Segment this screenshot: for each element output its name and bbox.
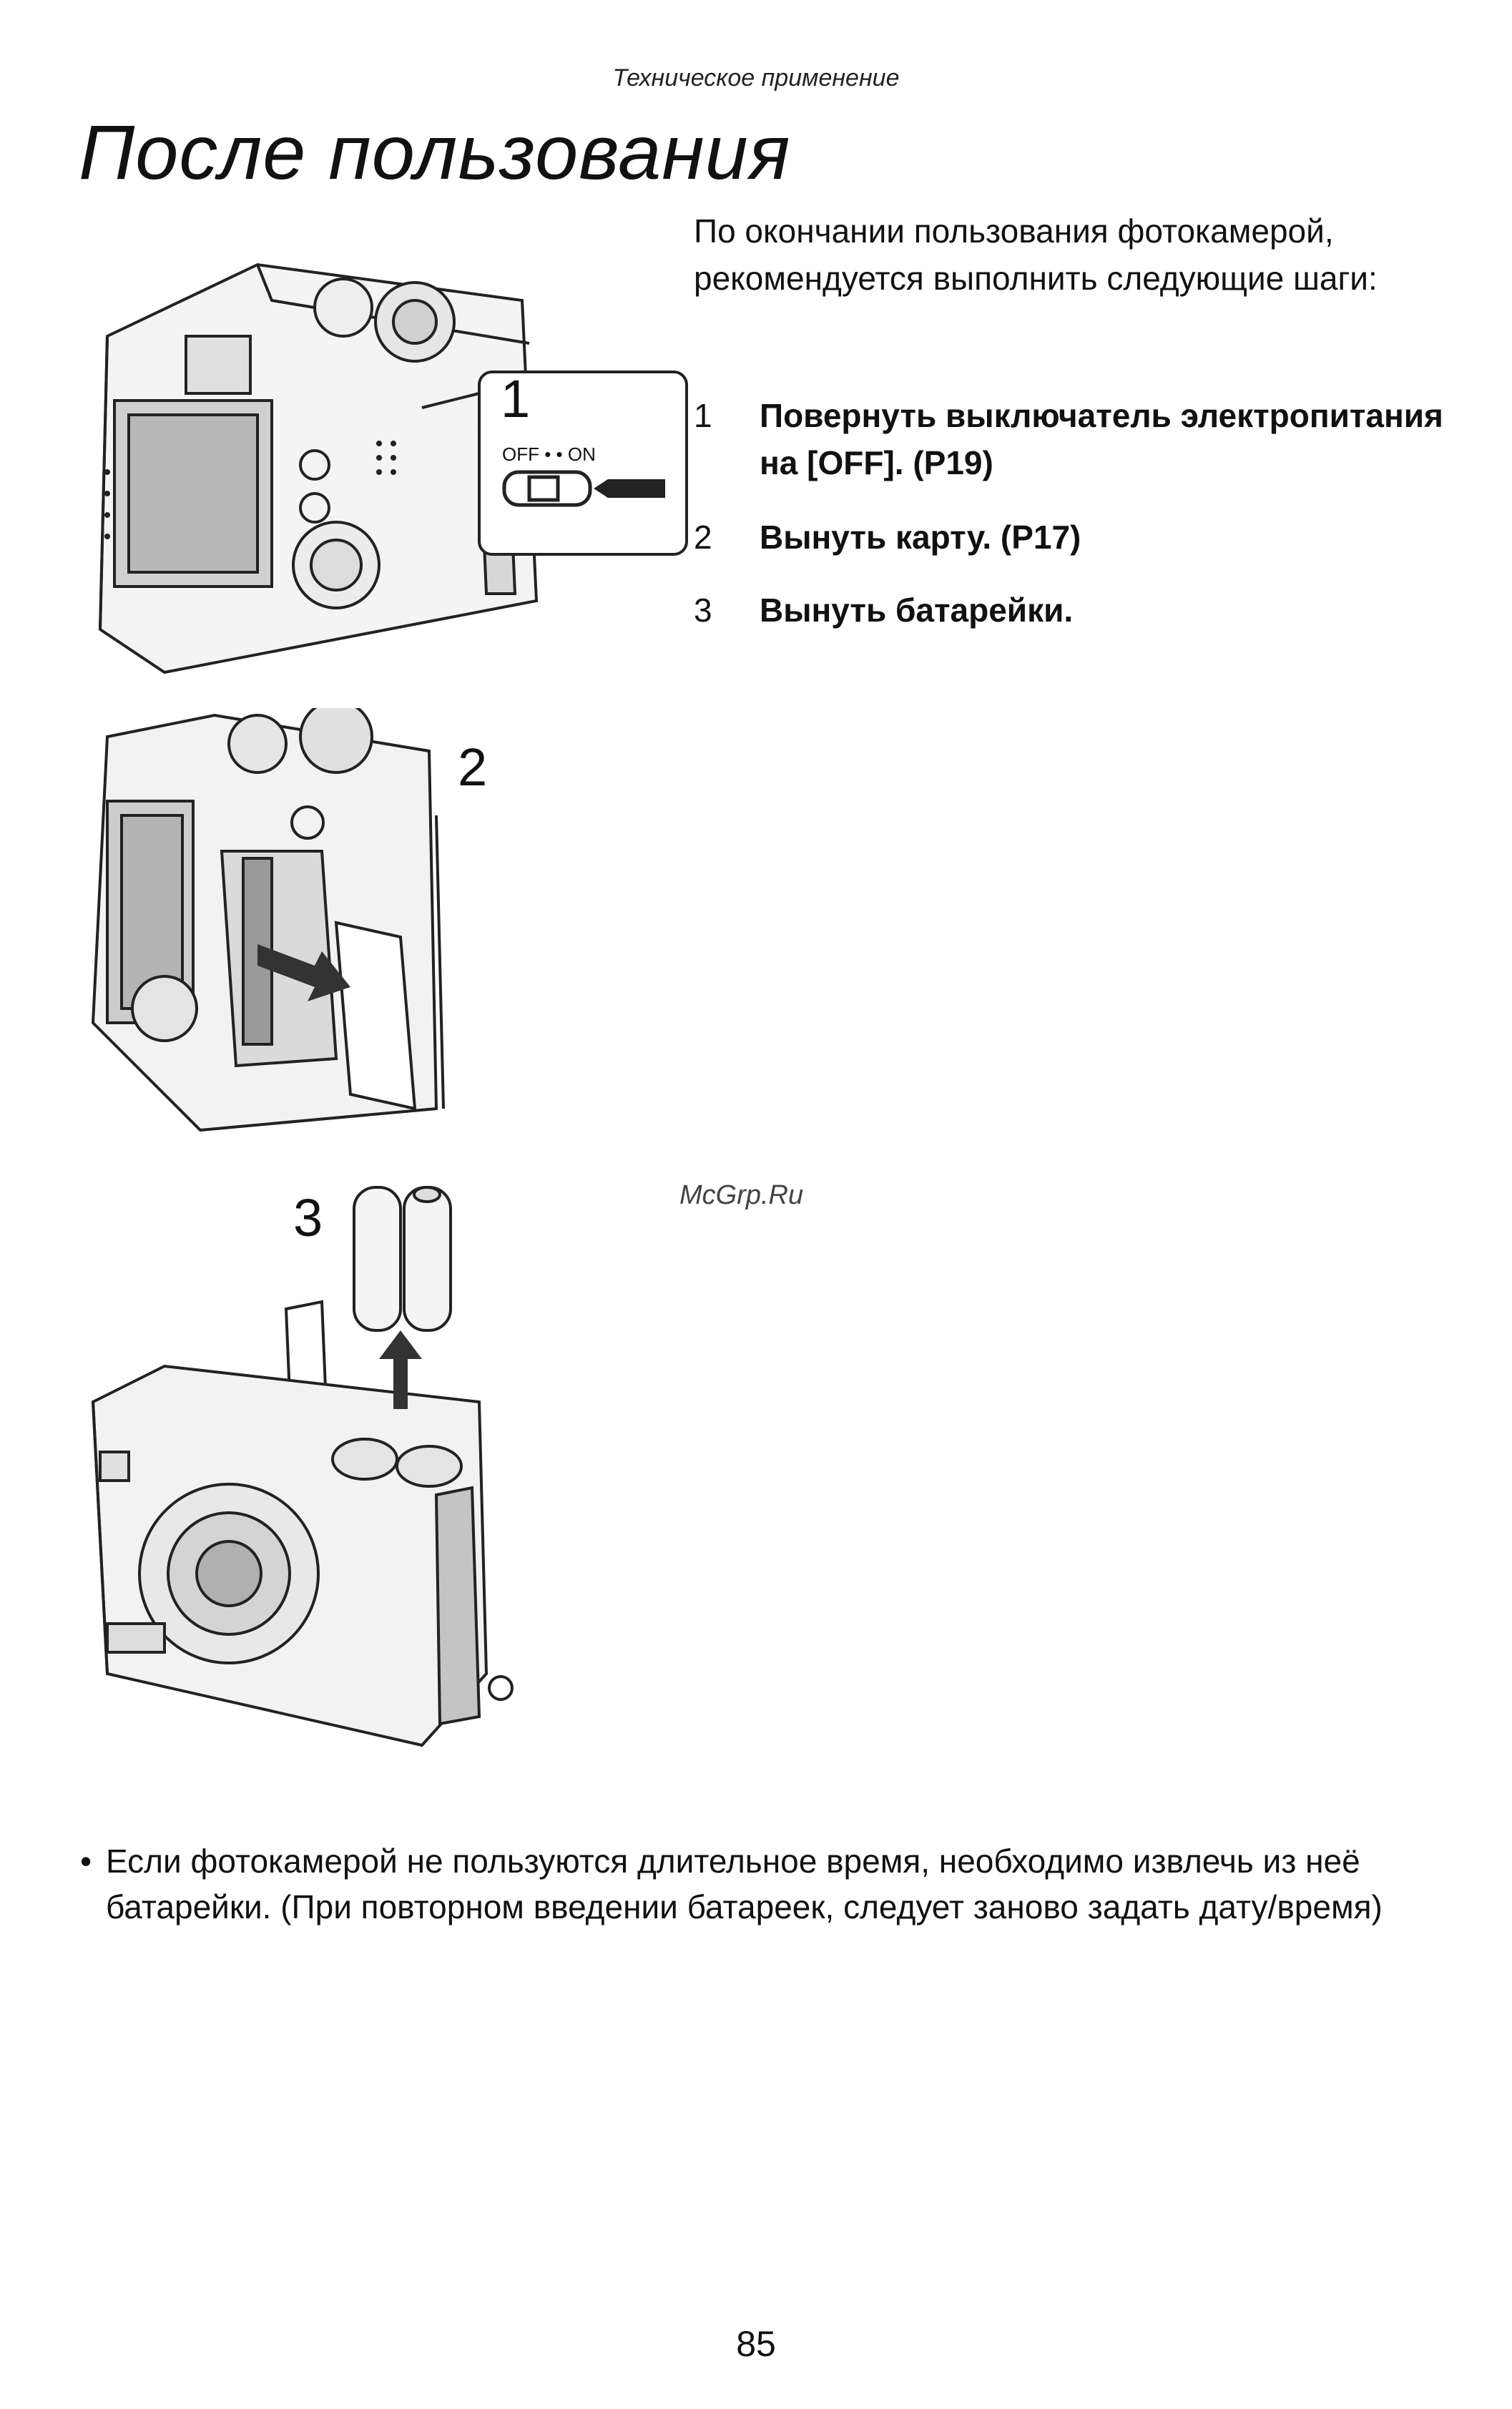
step-number: 2 xyxy=(694,519,712,556)
switch-label: OFF • • ON xyxy=(502,443,596,465)
figure-label: 2 xyxy=(458,737,488,797)
step-text: Вынуть карту. (P17) xyxy=(760,519,1081,556)
camera-card-drawing xyxy=(91,700,445,1132)
camera-card-slot-illustration: 2 xyxy=(79,700,508,1137)
watermark: McGrp.Ru xyxy=(679,1180,804,1210)
camera-power-switch-illustration: 1 OFF • • ON xyxy=(79,257,694,687)
running-header: Техническое применение xyxy=(612,64,900,92)
figure-label: 1 xyxy=(501,369,531,428)
step-text: Повернуть выключатель электропитания на … xyxy=(760,397,1443,481)
figure-label: 3 xyxy=(293,1188,323,1247)
bullet-icon: • xyxy=(80,1843,92,1880)
step-number: 3 xyxy=(694,592,712,629)
note-text: Если фотокамерой не пользуются длительно… xyxy=(106,1843,1383,1925)
page-title: После пользования xyxy=(79,109,791,195)
camera-battery-removal-illustration: 3 xyxy=(79,1173,536,1774)
step-number: 1 xyxy=(694,397,712,434)
step-text: Вынуть батарейки. xyxy=(760,592,1074,629)
intro-paragraph: По окончании пользования фотокамерой, ре… xyxy=(694,212,1378,297)
page-number: 85 xyxy=(736,2324,776,2364)
camera-battery-drawing xyxy=(91,1186,514,1747)
camera-back-drawing xyxy=(98,263,688,674)
